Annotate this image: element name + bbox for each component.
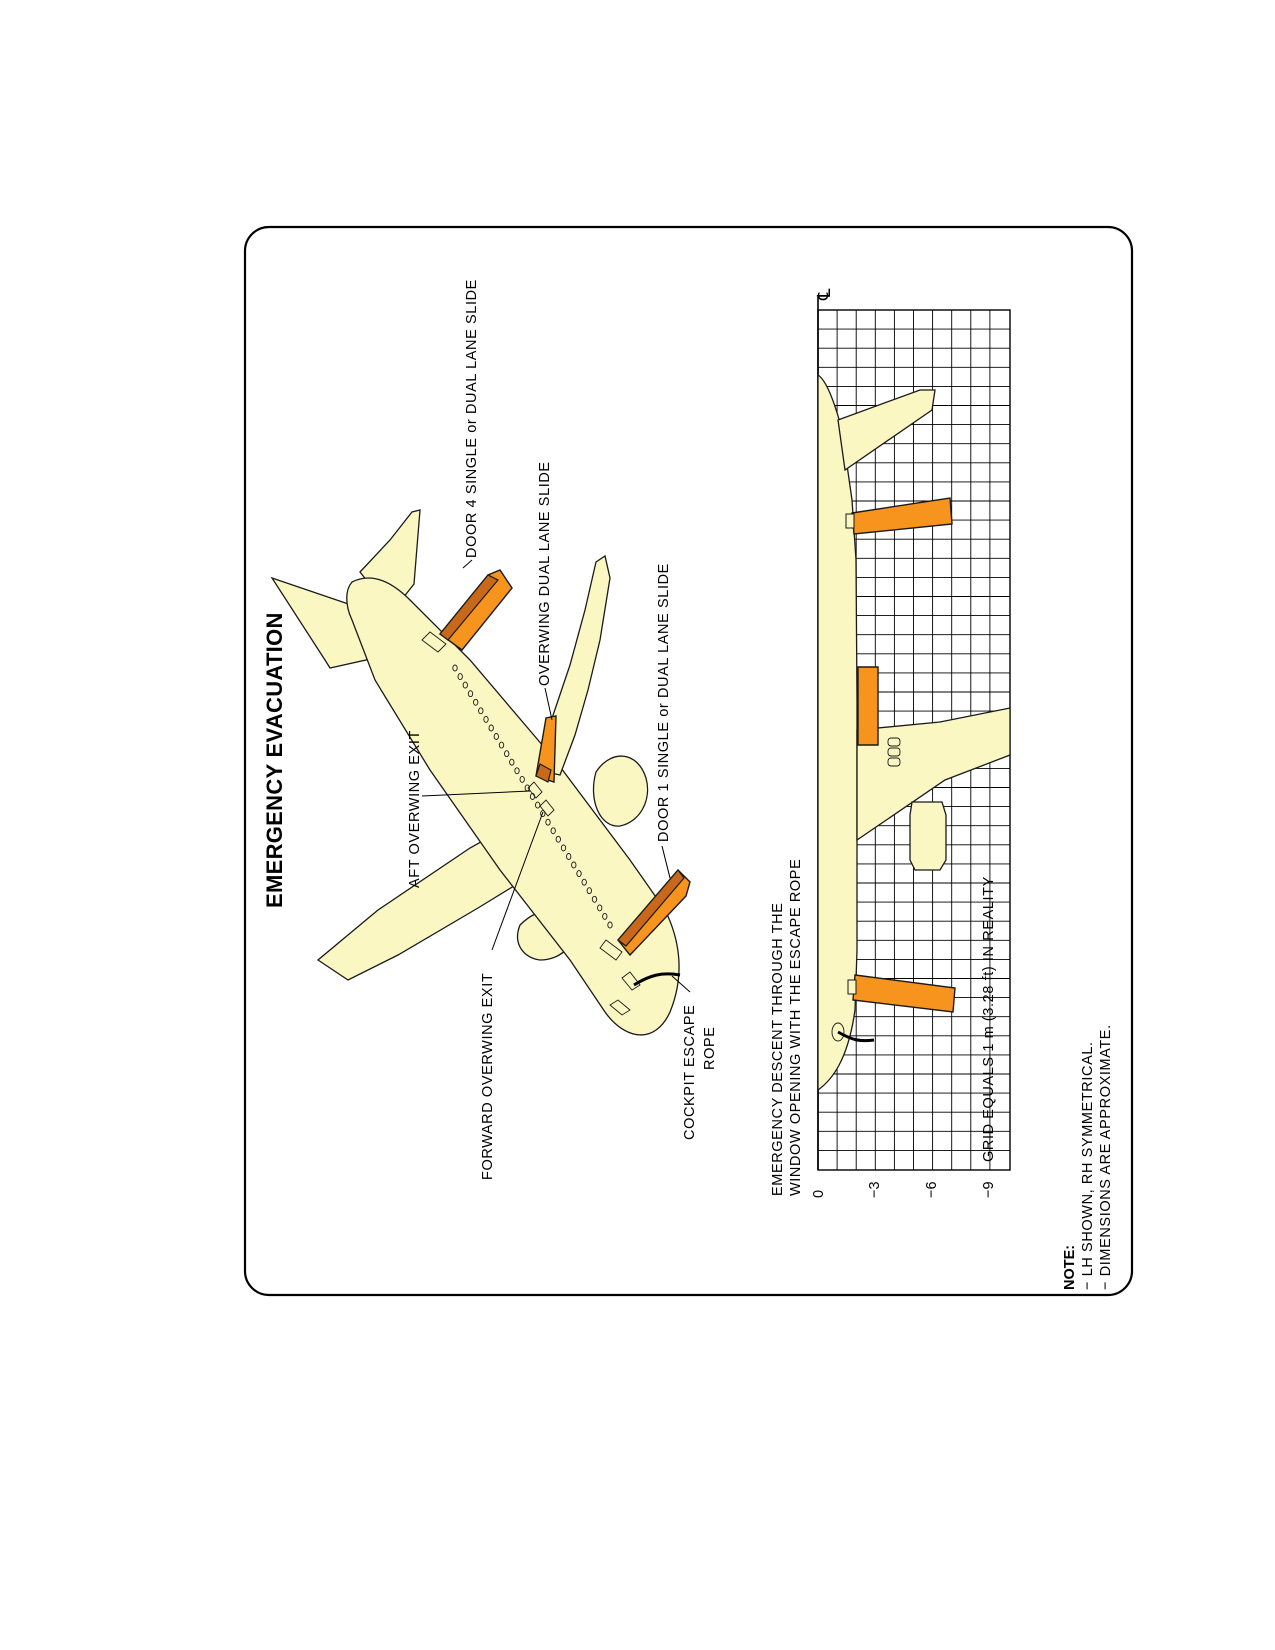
- note-line2: − DIMENSIONS ARE APPROXIMATE.: [1098, 1024, 1114, 1290]
- cabin-window: [509, 758, 515, 766]
- door-4-stub: [845, 513, 855, 529]
- descent-caption-line1: EMERGENCY DESCENT THROUGH THE: [770, 903, 786, 1196]
- aircraft-3d-view: [270, 509, 691, 1036]
- cabin-window: [452, 664, 458, 672]
- door-1-outline: [599, 939, 623, 961]
- cabin-window: [555, 835, 561, 843]
- leader-overwing-slide: [544, 687, 553, 721]
- aft-overwing-exit-outline: [527, 781, 543, 799]
- note-line1: − LH SHOWN, RH SYMMETRICAL.: [1080, 1041, 1096, 1290]
- tick-label-minus-6: −6: [924, 1181, 940, 1198]
- cabin-window: [504, 750, 510, 758]
- cabin-window: [576, 870, 582, 878]
- callout-overwing-slide: OVERWING DUAL LANE SLIDE: [537, 461, 553, 686]
- grid-plan-view: ℄: [814, 288, 1011, 1171]
- callout-cockpit-rope-line2: ROPE: [702, 1027, 718, 1071]
- cabin-window: [514, 767, 520, 775]
- note-heading: NOTE:: [1062, 1245, 1078, 1290]
- cabin-window: [602, 912, 608, 920]
- cockpit-window-plan: [831, 1022, 845, 1042]
- leader-door4: [462, 559, 473, 569]
- cabin-window: [473, 698, 479, 706]
- grid-scale-note: GRID EQUALS 1 m (3.28 ft) IN REALITY: [981, 876, 997, 1162]
- figure-frame: [243, 225, 1134, 1297]
- overwing-exit-mark-3: [887, 757, 901, 767]
- fuselage-plan: [817, 373, 858, 1092]
- door-1-stub: [847, 979, 857, 995]
- cabin-window: [535, 801, 541, 809]
- door-4-slide-edge: [439, 574, 499, 641]
- leader-door1: [661, 845, 671, 879]
- cabin-window: [550, 827, 556, 835]
- cabin-window: [519, 775, 525, 783]
- door-4-outline: [421, 631, 447, 653]
- leader-aft-overwing-exit: [421, 790, 531, 797]
- escape-rope-plan: [837, 1030, 875, 1043]
- leader-forward-overwing-exit: [491, 811, 544, 951]
- cockpit-escape-rope: [633, 972, 681, 987]
- overwing-exit-mark-2: [887, 747, 901, 757]
- cabin-window: [566, 853, 572, 860]
- door-4-slide: [438, 569, 513, 651]
- figure-title: EMERGENCY EVACUATION: [262, 612, 287, 908]
- door-1-slide-edge: [617, 869, 685, 947]
- engine-plan: [909, 801, 947, 871]
- cabin-window: [498, 741, 505, 749]
- stabilizer-plan: [837, 389, 936, 472]
- callout-forward-overwing-exit: FORWARD OVERWING EXIT: [480, 973, 496, 1180]
- cockpit-window-2: [609, 999, 631, 1016]
- forward-overwing-exit-outline: [539, 799, 555, 817]
- cabin-windows: [452, 664, 613, 929]
- cabin-window: [571, 861, 577, 869]
- centerline-symbol: ℄: [814, 288, 834, 301]
- wing-plan: [856, 707, 1011, 842]
- cabin-window: [493, 733, 499, 740]
- tick-label-minus-9: −9: [981, 1181, 997, 1198]
- tick-label-minus-3: −3: [867, 1181, 883, 1198]
- cabin-window: [483, 715, 489, 723]
- engine-right: [592, 755, 649, 827]
- callout-door1: DOOR 1 SINGLE or DUAL LANE SLIDE: [656, 563, 672, 842]
- overwing-slide-plan: [857, 666, 879, 746]
- cabin-window: [586, 887, 592, 895]
- overwing-exit-mark-1: [887, 737, 901, 747]
- overwing-slide-edge: [535, 763, 552, 783]
- tick-label-0: 0: [811, 1190, 827, 1198]
- callout-door4: DOOR 4 SINGLE or DUAL LANE SLIDE: [464, 279, 480, 558]
- cabin-window: [560, 844, 567, 852]
- cabin-window: [607, 921, 613, 929]
- cabin-window: [488, 724, 494, 732]
- cabin-window: [597, 904, 603, 912]
- cabin-window: [462, 681, 468, 689]
- callout-aft-overwing-exit: AFT OVERWING EXIT: [407, 730, 423, 888]
- cabin-window: [591, 895, 598, 903]
- descent-caption-line2: WINDOW OPENING WITH THE ESCAPE ROPE: [788, 859, 804, 1196]
- leader-cockpit-rope: [671, 975, 691, 993]
- cabin-window: [457, 673, 463, 681]
- cabin-window: [581, 878, 587, 886]
- cabin-window: [545, 818, 551, 826]
- cabin-window: [540, 810, 546, 818]
- fuselage: [346, 577, 680, 1036]
- cabin-window: [467, 690, 474, 698]
- callout-cockpit-rope-line1: COCKPIT ESCAPE: [682, 1005, 698, 1140]
- cockpit-window: [621, 971, 641, 991]
- cabin-window: [478, 707, 484, 715]
